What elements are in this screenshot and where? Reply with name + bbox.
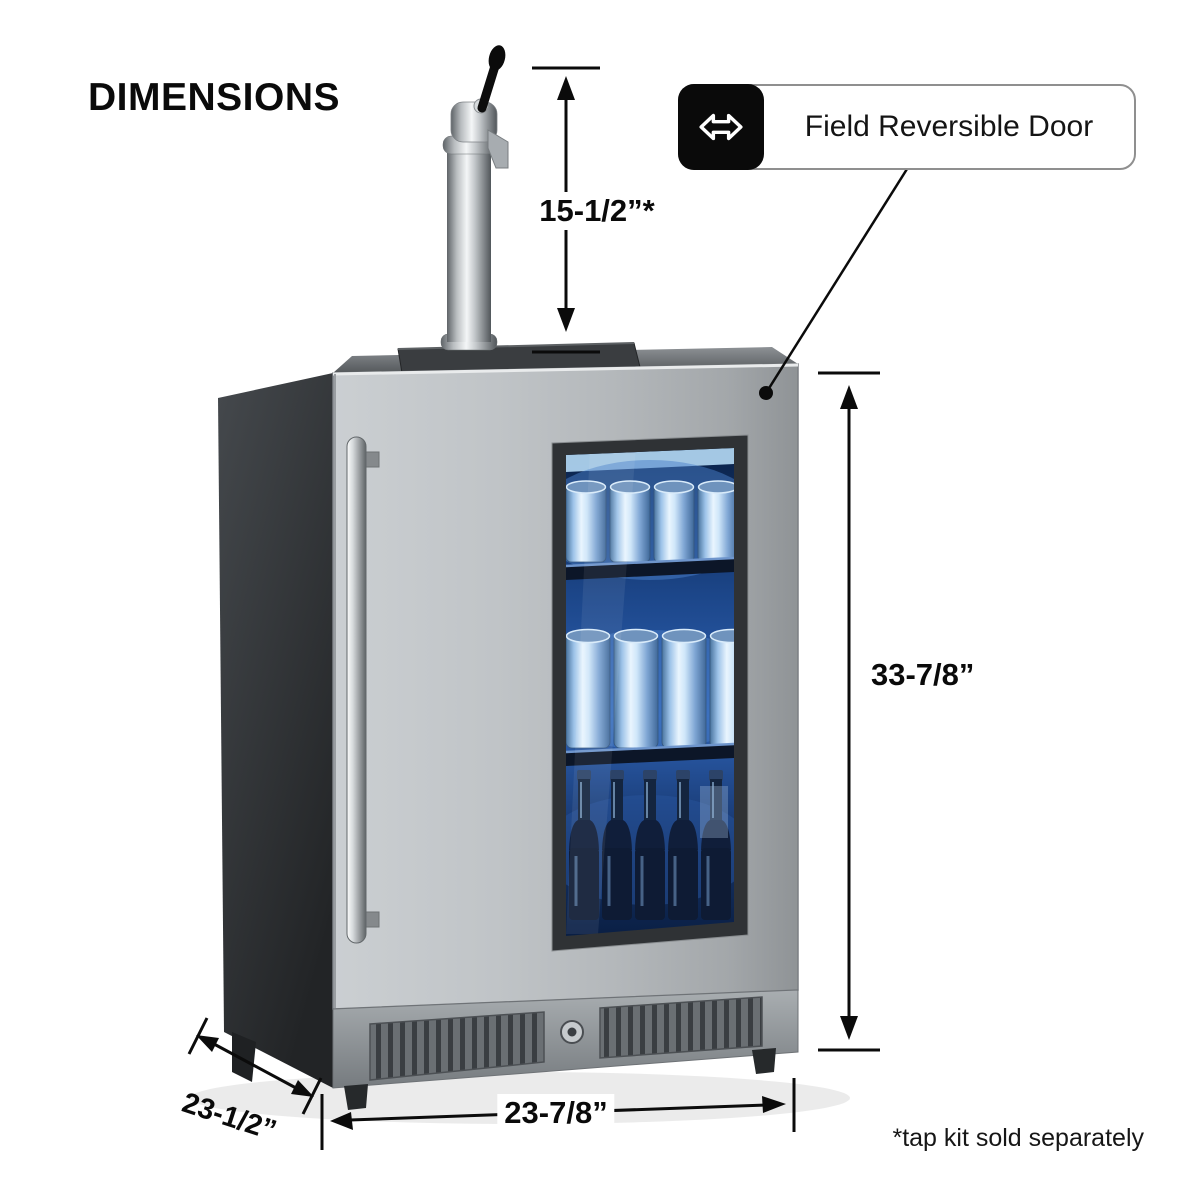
tap-kit-footnote: *tap kit sold separately — [892, 1124, 1144, 1152]
dimension-label-width: 23-7/8” — [497, 1094, 615, 1132]
arrowhead-back — [196, 1035, 219, 1052]
tower-base-highlight — [397, 342, 635, 350]
leader-line — [764, 168, 909, 394]
interior-reflection — [700, 786, 728, 838]
shelf-middle — [566, 744, 734, 766]
tower-column — [447, 150, 491, 342]
field-reversible-door-icon — [678, 84, 764, 170]
leader-dot — [759, 386, 773, 400]
front-right-foot — [752, 1048, 776, 1074]
tap-tower — [440, 45, 509, 351]
can — [697, 480, 734, 563]
shelf-middle-edge — [566, 742, 734, 754]
dimension-depth — [187, 1017, 323, 1115]
kick-plate — [332, 989, 799, 1110]
shelf-top — [566, 558, 734, 580]
vent-grille-left — [369, 1011, 545, 1081]
dimension-height — [818, 371, 880, 1052]
door — [332, 363, 799, 1010]
arrowhead-up — [840, 385, 858, 409]
can — [661, 628, 707, 749]
glass-sheen — [566, 448, 636, 934]
vent-grille-right — [599, 996, 763, 1059]
dimension-label-tap-height: 15-1/2”* — [532, 192, 662, 230]
cabinet — [218, 342, 798, 1088]
field-reversible-door-callout: Field Reversible Door — [678, 84, 1136, 170]
callout-label: Field Reversible Door — [804, 110, 1094, 143]
arrowhead-left — [330, 1112, 353, 1130]
door-top-highlight — [332, 363, 799, 376]
arrowhead-front — [291, 1080, 314, 1097]
can — [653, 480, 695, 563]
door-handle — [346, 436, 367, 944]
tap-handle-knob — [488, 45, 506, 71]
arrowhead-right — [762, 1096, 786, 1113]
dimension-line — [213, 1042, 297, 1090]
side-panel — [218, 373, 333, 1088]
lock-keyhole — [567, 1027, 577, 1037]
page-title: DIMENSIONS — [88, 76, 341, 119]
interior — [566, 448, 734, 934]
callout-leader — [759, 168, 909, 400]
front-left-foot — [344, 1084, 368, 1110]
shelf-top-edge — [566, 556, 734, 568]
arrowhead-down — [557, 308, 575, 332]
back-foot — [232, 1032, 256, 1082]
dimension-label-height: 33-7/8” — [864, 656, 982, 694]
double-arrow-icon — [699, 113, 743, 141]
arrowhead-down — [840, 1016, 858, 1040]
can — [613, 628, 659, 749]
arrowhead-up — [557, 76, 575, 100]
faucet-spout — [487, 129, 509, 169]
tap-handle — [477, 61, 500, 113]
